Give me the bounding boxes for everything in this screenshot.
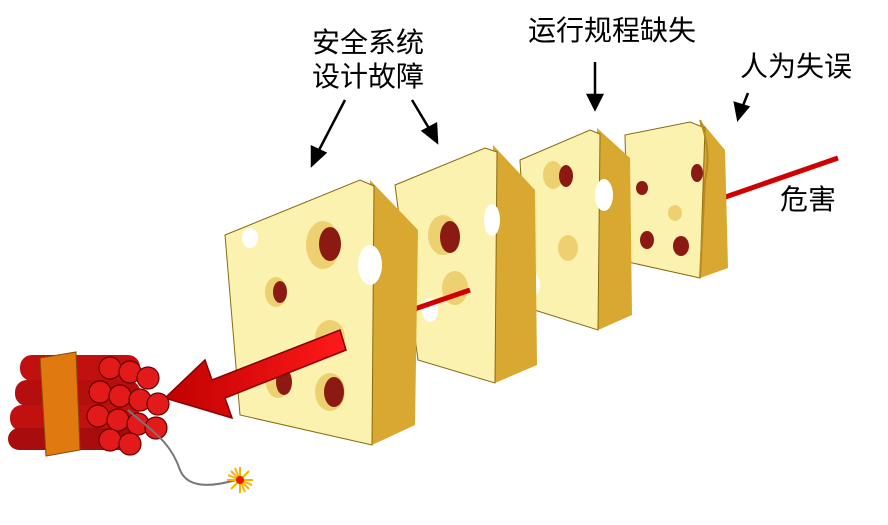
cheese-hole bbox=[324, 377, 344, 407]
cheese-slice-1 bbox=[224, 179, 418, 446]
label-safety-design-line1: 安全系统 bbox=[312, 26, 425, 59]
cheese-hole bbox=[358, 245, 382, 285]
cheese-hole bbox=[691, 164, 703, 182]
dynamite-bundle bbox=[8, 351, 253, 493]
cheese-hole bbox=[273, 281, 287, 303]
label-procedure-missing: 运行规程缺失 bbox=[528, 14, 697, 47]
cheese-hole bbox=[668, 205, 682, 221]
label-pointers bbox=[310, 62, 751, 168]
fuse bbox=[127, 409, 237, 486]
label-safety-design-failure: 安全系统 设计故障 bbox=[312, 26, 424, 94]
hazard-arrow bbox=[163, 329, 347, 420]
cheese-hole bbox=[595, 179, 613, 211]
cheese-hole bbox=[640, 231, 654, 249]
cheese-hole bbox=[440, 221, 460, 253]
label-human-error: 人为失误 bbox=[740, 50, 853, 83]
cheese-slice-3 bbox=[519, 128, 632, 331]
cheese-hole bbox=[636, 181, 648, 195]
cheese-hole bbox=[559, 165, 573, 187]
spark-icon bbox=[227, 467, 253, 493]
cheese-hole bbox=[673, 236, 689, 256]
cheese-hole bbox=[558, 235, 578, 261]
cheese-hole bbox=[319, 227, 341, 261]
cheese-hole bbox=[484, 204, 500, 236]
label-hazard: 危害 bbox=[780, 183, 837, 216]
cheese-slice-4 bbox=[624, 119, 728, 279]
label-safety-design-line2: 设计故障 bbox=[312, 60, 425, 93]
